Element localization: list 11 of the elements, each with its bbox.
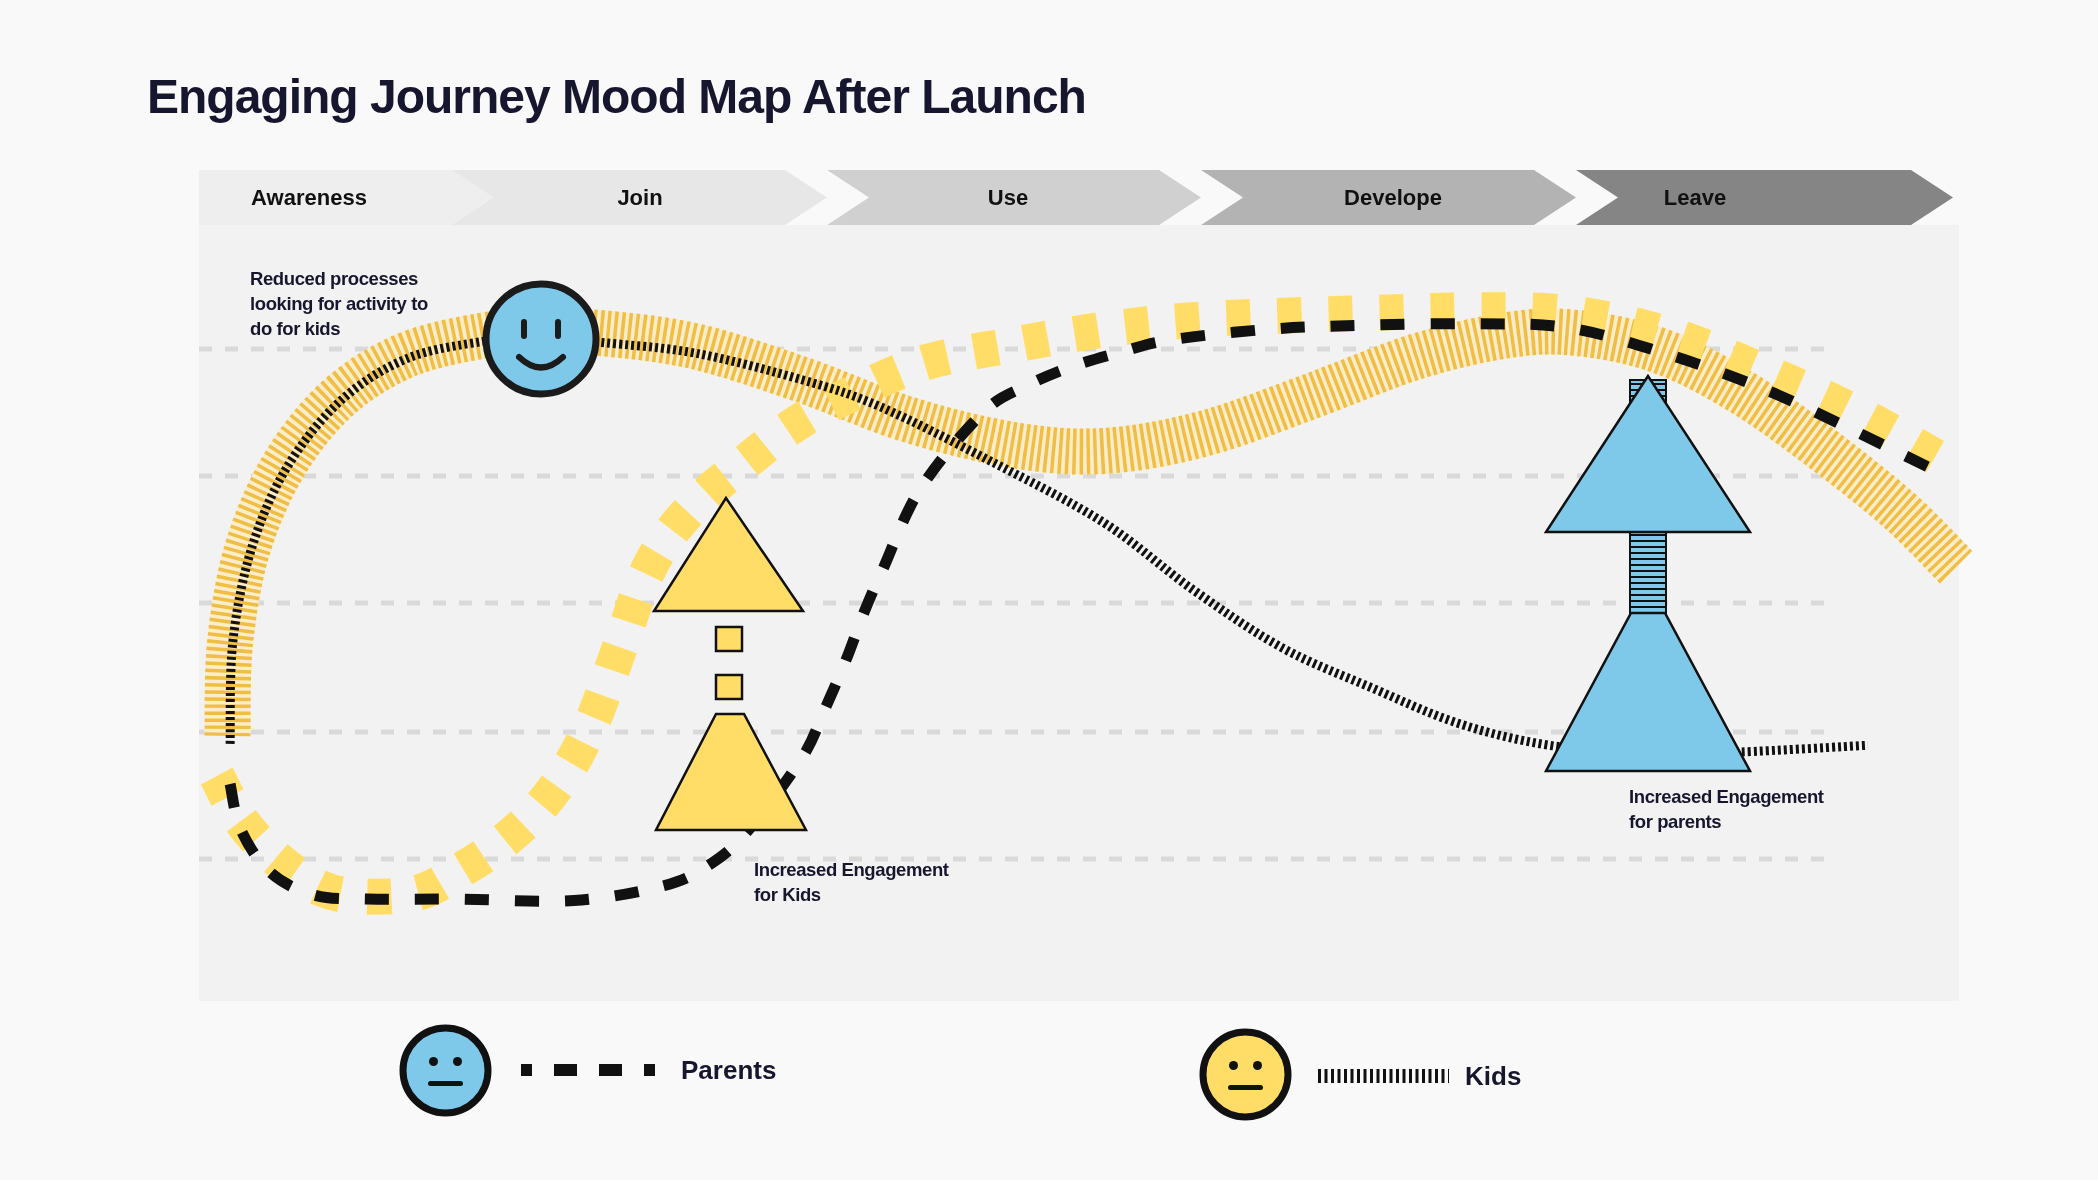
annotation-text: Reduced processes looking for activity to do for kids bbox=[250, 267, 429, 341]
diagram-title: Engaging Journey Mood Map After Launch bbox=[147, 70, 1086, 124]
stage-label: Awareness bbox=[251, 184, 367, 211]
stage-label: Join bbox=[617, 184, 663, 211]
annotation-text: Increased Engagement for Kids bbox=[754, 858, 950, 907]
legend-label: Kids bbox=[1465, 1061, 1522, 1091]
stage-label: Develope bbox=[1344, 184, 1442, 211]
annotation-text: Increased Engagement for parents bbox=[1629, 785, 1825, 834]
legend-label: Parents bbox=[681, 1055, 777, 1085]
stage-label: Use bbox=[987, 184, 1029, 211]
stage-label: Leave bbox=[1663, 184, 1727, 211]
